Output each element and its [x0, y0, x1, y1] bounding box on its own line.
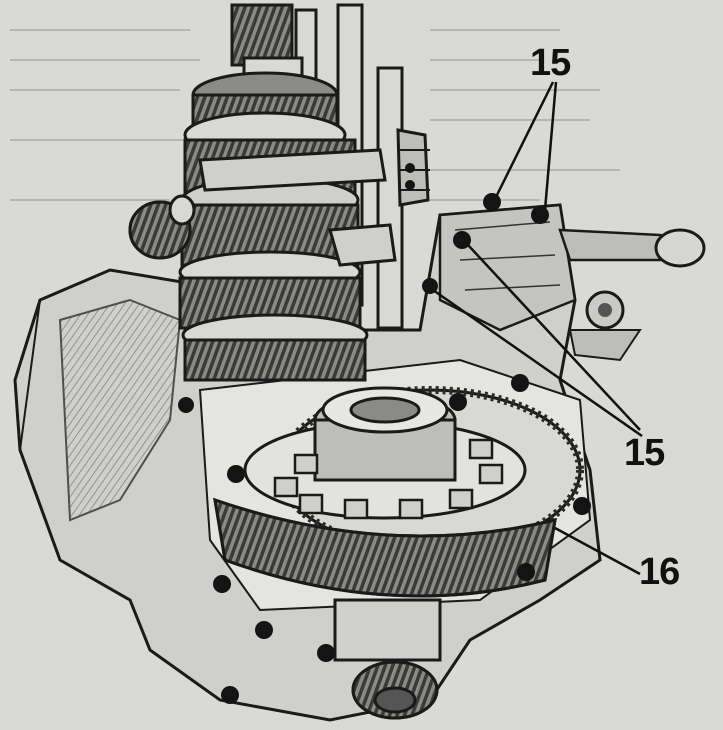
mainshaft-gear-stack — [128, 3, 397, 382]
crown-wheel-bolts — [273, 438, 504, 520]
callout-16: 16 — [639, 551, 680, 593]
housing-bolts — [178, 163, 591, 704]
callout-15-bottom: 15 — [624, 432, 665, 474]
callout-15-top: 15 — [530, 42, 571, 84]
leader-lines — [432, 81, 643, 576]
